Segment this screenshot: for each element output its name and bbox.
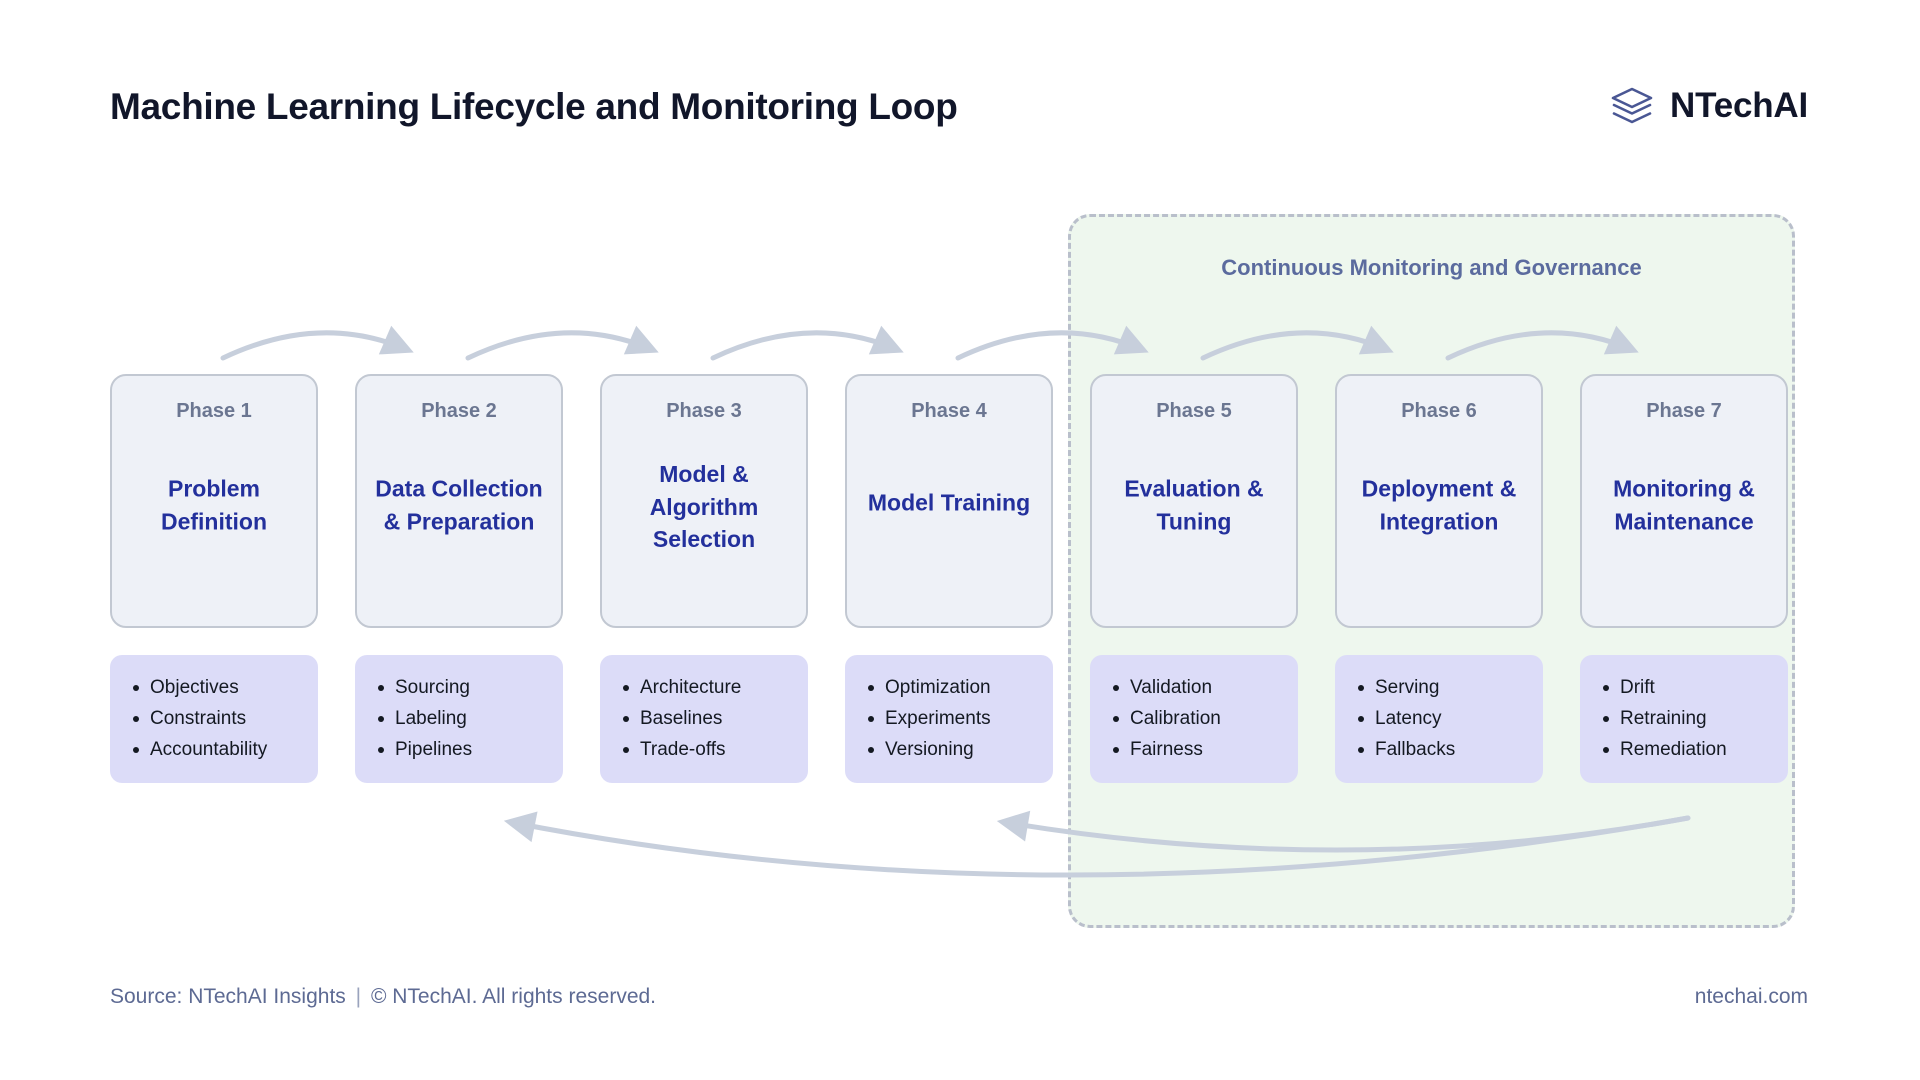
phase-kicker-3: Phase 3 xyxy=(666,400,742,422)
list-item: Objectives xyxy=(126,673,304,704)
list-item: Fairness xyxy=(1106,735,1284,766)
phase-card-6[interactable]: Phase 6 Deployment & Integration xyxy=(1335,374,1543,628)
list-item: Trade-offs xyxy=(616,735,794,766)
list-item: Labeling xyxy=(371,704,549,735)
phase-column-1: Phase 1 Problem Definition Objectives Co… xyxy=(110,374,318,784)
phase-card-7[interactable]: Phase 7 Monitoring & Maintenance xyxy=(1580,374,1788,628)
phase-title-4: Model Training xyxy=(867,489,1031,516)
phase-kicker-7: Phase 7 xyxy=(1646,400,1722,422)
phase-column-4: Phase 4 Model Training Optimization Expe… xyxy=(845,374,1053,784)
list-item: Drift xyxy=(1596,673,1774,704)
phase-bullets-2: Sourcing Labeling Pipelines xyxy=(355,655,563,784)
brand-logo: NTechAI xyxy=(1610,84,1808,128)
phase-column-2: Phase 2 Data Collection & Preparation So… xyxy=(355,374,563,784)
list-item: Pipelines xyxy=(371,735,549,766)
list-item: Calibration xyxy=(1106,704,1284,735)
phase-kicker-1: Phase 1 xyxy=(176,400,252,422)
list-item: Remediation xyxy=(1596,735,1774,766)
footer-source: Source: NTechAI Insights | © NTechAI. Al… xyxy=(110,985,656,1009)
list-item: Versioning xyxy=(861,735,1039,766)
phase-title-6: Deployment & Integration xyxy=(1361,475,1517,534)
footer-website[interactable]: ntechai.com xyxy=(1694,985,1808,1008)
governance-title: Continuous Monitoring and Governance xyxy=(1221,255,1642,280)
phase-title-3: Model & Algorithm Selection xyxy=(649,460,759,553)
brand-name: NTechAI xyxy=(1670,86,1808,125)
list-item: Fallbacks xyxy=(1351,735,1529,766)
phase-column-5: Phase 5 Evaluation & Tuning Validation C… xyxy=(1090,374,1298,784)
phase-bullets-6: Serving Latency Fallbacks xyxy=(1335,655,1543,784)
phase-title-1: Problem Definition xyxy=(160,475,268,534)
list-item: Accountability xyxy=(126,735,304,766)
arrow-phase1-to-phase2 xyxy=(220,325,414,361)
page-title: Machine Learning Lifecycle and Monitorin… xyxy=(110,86,958,127)
phase-title-5: Evaluation & Tuning xyxy=(1124,475,1264,534)
list-item: Baselines xyxy=(616,704,794,735)
arrow-phase3-to-phase4 xyxy=(710,325,904,361)
phase-column-6: Phase 6 Deployment & Integration Serving… xyxy=(1335,374,1543,784)
phase-bullets-7: Drift Retraining Remediation xyxy=(1580,655,1788,784)
list-item: Optimization xyxy=(861,673,1039,704)
list-item: Latency xyxy=(1351,704,1529,735)
list-item: Serving xyxy=(1351,673,1529,704)
phase-kicker-4: Phase 4 xyxy=(911,400,987,422)
phase-card-1[interactable]: Phase 1 Problem Definition xyxy=(110,374,318,628)
phase-column-7: Phase 7 Monitoring & Maintenance Drift R… xyxy=(1580,374,1788,784)
phase-kicker-5: Phase 5 xyxy=(1156,400,1232,422)
phase-column-3: Phase 3 Model & Algorithm Selection Arch… xyxy=(600,374,808,784)
layers-stack-icon xyxy=(1610,84,1654,128)
phase-card-3[interactable]: Phase 3 Model & Algorithm Selection xyxy=(600,374,808,628)
phase-bullets-1: Objectives Constraints Accountability xyxy=(110,655,318,784)
phase-bullets-4: Optimization Experiments Versioning xyxy=(845,655,1053,784)
phase-kicker-2: Phase 2 xyxy=(421,400,497,422)
footer-separator: | xyxy=(355,985,362,1008)
list-item: Retraining xyxy=(1596,704,1774,735)
phase-bullets-5: Validation Calibration Fairness xyxy=(1090,655,1298,784)
phase-title-7: Monitoring & Maintenance xyxy=(1613,475,1755,534)
arrow-phase2-to-phase3 xyxy=(465,325,659,361)
list-item: Architecture xyxy=(616,673,794,704)
phase-card-5[interactable]: Phase 5 Evaluation & Tuning xyxy=(1090,374,1298,628)
phase-title-2: Data Collection & Preparation xyxy=(375,475,543,534)
list-item: Sourcing xyxy=(371,673,549,704)
phase-card-4[interactable]: Phase 4 Model Training xyxy=(845,374,1053,628)
phase-kicker-6: Phase 6 xyxy=(1401,400,1477,422)
footer-copyright-text: © NTechAI. All rights reserved. xyxy=(370,985,657,1008)
phase-bullets-3: Architecture Baselines Trade-offs xyxy=(600,655,808,784)
phase-card-2[interactable]: Phase 2 Data Collection & Preparation xyxy=(355,374,563,628)
footer-source-text: Source: NTechAI Insights xyxy=(110,985,346,1008)
list-item: Validation xyxy=(1106,673,1284,704)
list-item: Constraints xyxy=(126,704,304,735)
list-item: Experiments xyxy=(861,704,1039,735)
